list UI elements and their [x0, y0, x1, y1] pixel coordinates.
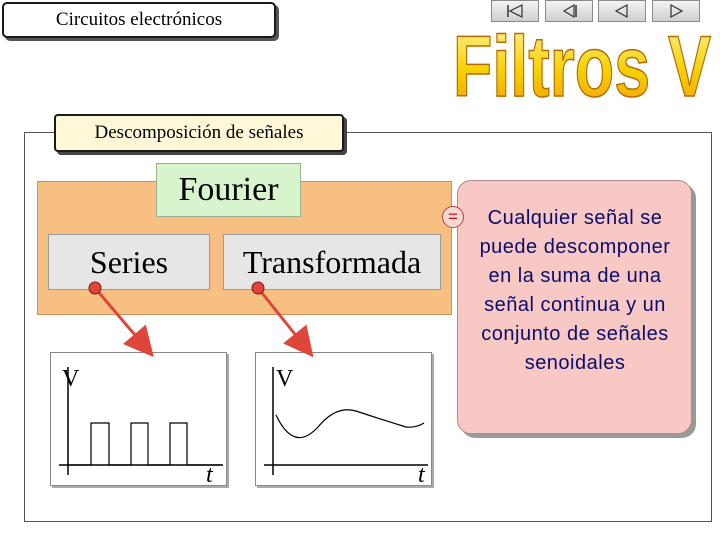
nav-first-button[interactable]: [491, 0, 539, 22]
transform-graph-x-label: t: [418, 462, 425, 488]
next-icon: [670, 3, 684, 19]
square-wave-plot: [59, 367, 223, 475]
transform-box[interactable]: Transformada: [223, 234, 441, 290]
logo-text: Filtros V: [453, 19, 711, 106]
previous-icon: [562, 3, 577, 19]
equal-label: =: [448, 207, 458, 226]
sine-wave: [275, 409, 425, 439]
nav-previous-button[interactable]: [545, 0, 593, 22]
transform-graph-y-label: V: [276, 366, 294, 392]
series-graph-y-label: V: [62, 366, 80, 392]
transform-graph-panel: [255, 352, 432, 486]
back-icon: [614, 3, 628, 19]
series-label: Series: [89, 244, 169, 280]
first-icon: [507, 4, 523, 18]
nav-next-button[interactable]: [652, 0, 700, 22]
square-wave: [68, 422, 221, 466]
filtros-v-logo: Filtros V: [452, 18, 712, 106]
section-title-box: Descomposición de señales: [54, 114, 344, 152]
series-box[interactable]: Series: [48, 234, 210, 290]
fourier-box[interactable]: Fourier: [156, 163, 301, 217]
series-graph-x-label: t: [206, 462, 213, 488]
section-title: Descomposición de señales: [94, 122, 304, 143]
note-card: [457, 180, 692, 434]
sine-wave-plot: [264, 367, 428, 475]
nav-back-button[interactable]: [598, 0, 646, 22]
equal-button[interactable]: =: [442, 206, 464, 228]
note-text: Cualquier señal se puede descomponer en …: [479, 207, 671, 374]
fourier-label: Fourier: [178, 171, 279, 208]
series-graph-panel: [50, 352, 227, 486]
transform-label: Transformada: [242, 244, 422, 280]
course-title-box: Circuitos electrónicos: [2, 2, 276, 38]
course-title: Circuitos electrónicos: [55, 9, 223, 30]
content-frame: [24, 132, 712, 522]
